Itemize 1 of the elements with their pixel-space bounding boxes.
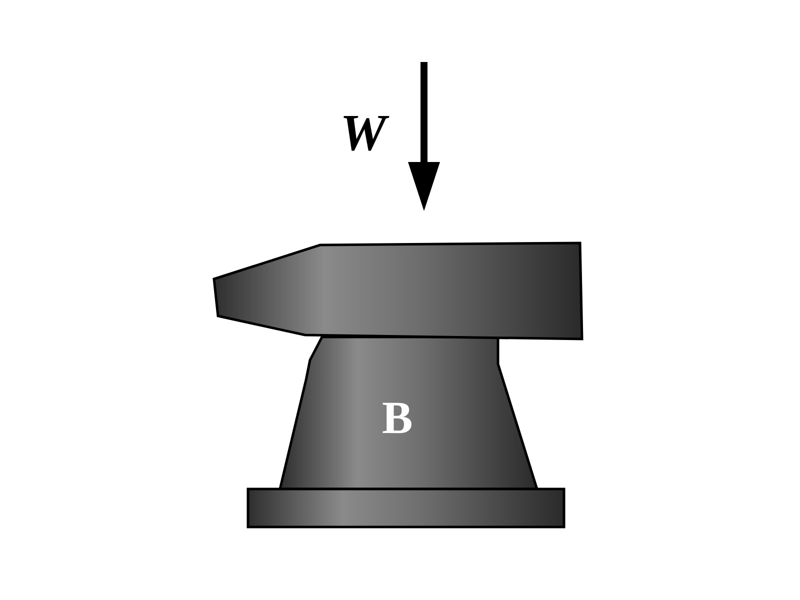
part-label: B — [382, 395, 413, 441]
